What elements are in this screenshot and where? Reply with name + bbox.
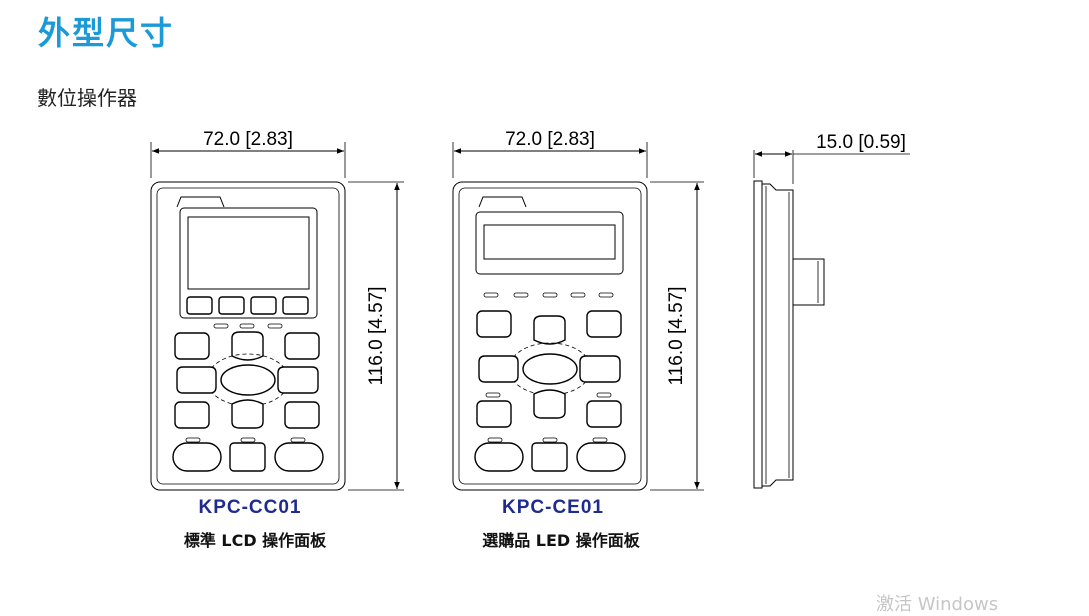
svg-text:▲ ▲: ▲ ▲: [496, 199, 510, 207]
panel-kpc-cc01: 72.0 [2.83] 116.0 [4.57] ▲ ▲: [150, 129, 404, 550]
right-key: [277, 366, 319, 394]
model-description: 標準 LCD 操作面板: [184, 531, 327, 550]
soft-key: [250, 296, 277, 315]
section-title: 數位操作器: [37, 86, 137, 110]
enter-key: [522, 353, 578, 385]
depth-dimension-label: 15.0 [0.59]: [816, 132, 906, 153]
svg-text:▲ ▲: ▲ ▲: [194, 199, 208, 207]
panel-kpc-ce01: 72.0 [2.83] 116.0 [4.57] ▲ ▲: [452, 129, 704, 550]
key: [284, 332, 320, 360]
key: [476, 310, 512, 338]
model-name: KPC-CE01: [502, 497, 604, 518]
page-title: 外型尺寸: [38, 14, 175, 52]
panel-outline: [452, 181, 648, 491]
lcd-display: [187, 216, 310, 290]
side-view: 15.0 [0.59]: [753, 132, 910, 489]
key: [586, 310, 622, 338]
key: [586, 400, 622, 428]
key: [174, 332, 210, 360]
stop-key: [576, 442, 626, 472]
key: [476, 400, 512, 428]
height-dimension-label: 116.0 [4.57]: [666, 287, 687, 386]
key: [531, 442, 568, 472]
stop-key: [274, 442, 324, 472]
soft-key: [186, 296, 213, 315]
run-key: [474, 442, 524, 472]
right-key: [579, 355, 621, 383]
soft-key: [282, 296, 309, 315]
up-key: [533, 315, 566, 345]
key: [284, 401, 320, 429]
down-key: [231, 399, 264, 429]
width-dimension-label: 72.0 [2.83]: [203, 129, 293, 150]
run-key: [172, 442, 222, 472]
soft-key: [218, 296, 245, 315]
led-display: [483, 224, 616, 260]
brand-logo: [478, 196, 527, 208]
up-key: [231, 331, 264, 361]
height-dimension-label: 116.0 [4.57]: [366, 287, 387, 386]
activation-watermark: 激活 Windows: [876, 594, 999, 615]
connector: [792, 258, 825, 306]
panel-outline: [150, 181, 346, 491]
width-dimension-label: 72.0 [2.83]: [505, 129, 595, 150]
key: [174, 401, 210, 429]
left-key: [176, 366, 217, 394]
key: [229, 442, 266, 472]
model-description: 選購品 LED 操作面板: [482, 531, 641, 550]
model-name: KPC-CC01: [198, 497, 301, 518]
down-key: [533, 389, 566, 419]
left-key: [478, 355, 519, 383]
brand-logo: [176, 196, 225, 208]
enter-key: [220, 364, 276, 396]
